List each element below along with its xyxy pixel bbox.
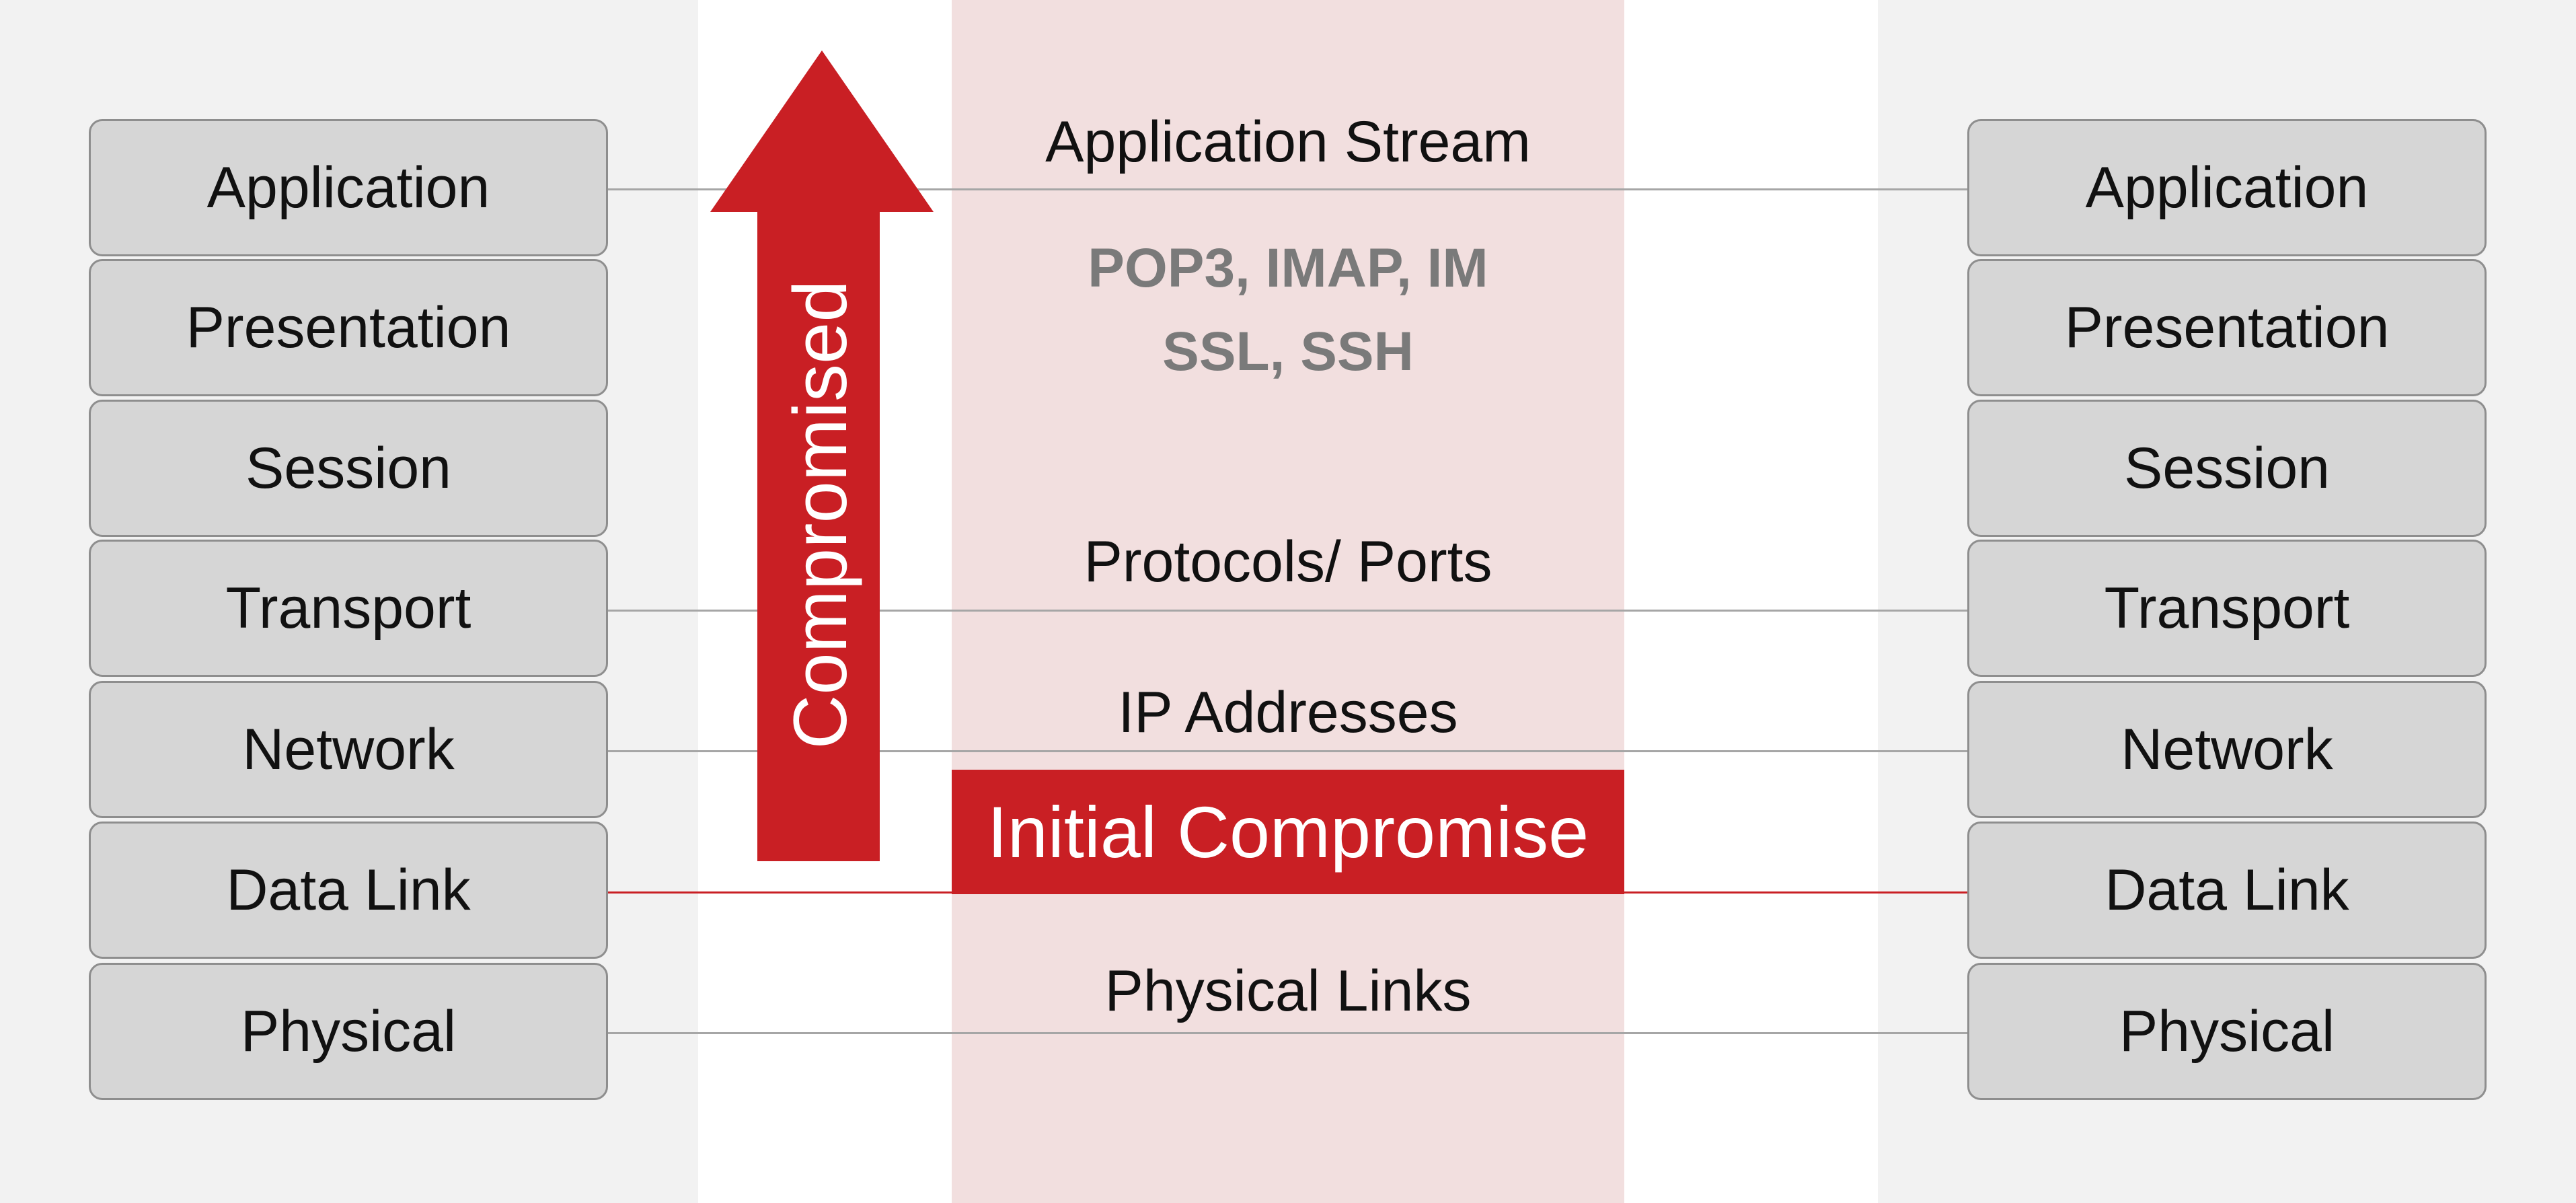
physical-links-label: Physical Links	[1104, 959, 1472, 1023]
left-layer-presentation: Presentation	[89, 259, 608, 396]
ip-addresses-label: IP Addresses	[1118, 680, 1458, 745]
right-layer-session: Session	[1967, 400, 2487, 537]
center-band-background	[952, 0, 1624, 1203]
left-layer-session: Session	[89, 400, 608, 537]
right-layer-application: Application	[1967, 119, 2487, 256]
left-layer-physical: Physical	[89, 963, 608, 1100]
up-arrow-icon	[710, 50, 934, 861]
protocols-line-2: SSL, SSH	[1162, 321, 1414, 382]
compromised-label: Compromised	[778, 280, 862, 750]
initial-compromise-box: Initial Compromise	[952, 770, 1624, 894]
application-stream-label: Application Stream	[1045, 110, 1531, 174]
right-layer-physical: Physical	[1967, 963, 2487, 1100]
left-layer-transport: Transport	[89, 540, 608, 677]
right-layer-presentation: Presentation	[1967, 259, 2487, 396]
right-layer-network: Network	[1967, 681, 2487, 818]
physical-connector-line	[608, 1032, 1967, 1034]
transport-connector-line	[608, 610, 1967, 612]
network-connector-line	[608, 750, 1967, 752]
up-arrow-shape	[710, 50, 934, 861]
left-layer-network: Network	[89, 681, 608, 818]
left-layer-application: Application	[89, 119, 608, 256]
right-layer-transport: Transport	[1967, 540, 2487, 677]
right-layer-data-link: Data Link	[1967, 822, 2487, 959]
protocols-ports-label: Protocols/ Ports	[1084, 530, 1492, 594]
protocols-line-1: POP3, IMAP, IM	[1088, 238, 1488, 299]
application-connector-line	[608, 188, 1967, 190]
left-layer-data-link: Data Link	[89, 822, 608, 959]
